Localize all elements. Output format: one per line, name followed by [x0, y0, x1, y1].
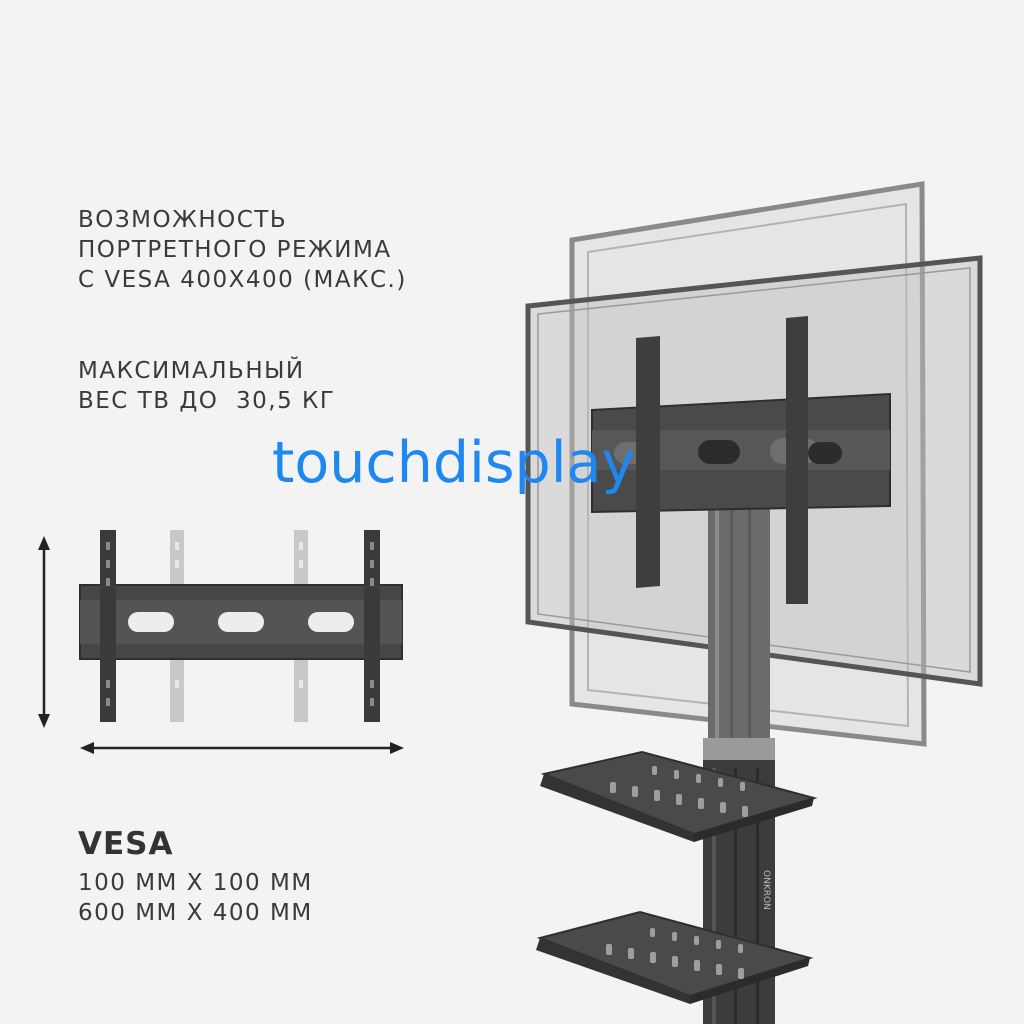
vertical-dimension-arrow — [38, 536, 50, 728]
feature-line: МАКСИМАЛЬНЫЙ — [78, 358, 305, 384]
upper-shelf — [540, 750, 818, 842]
vesa-size-line: 100 ММ X 100 ММ — [78, 870, 313, 896]
feature-line: ВЕС ТВ ДО 30,5 КГ — [78, 388, 336, 414]
brand-mark: ONKRON — [761, 870, 771, 910]
vesa-size-line: 600 ММ X 400 ММ — [78, 900, 313, 926]
vesa-bracket-diagram — [79, 530, 403, 722]
horizontal-dimension-arrow — [80, 742, 404, 754]
feature-line: ВОЗМОЖНОСТЬ — [78, 207, 288, 233]
max-weight-feature: МАКСИМАЛЬНЫЙ ВЕС ТВ ДО 30,5 КГ — [78, 356, 335, 416]
tv-mount-arms — [636, 316, 808, 604]
lower-shelf — [536, 910, 814, 1004]
vesa-title: VESA — [78, 826, 174, 862]
portrait-mode-feature: ВОЗМОЖНОСТЬ ПОРТРЕТНОГО РЕЖИМА С VESA 40… — [78, 205, 407, 295]
feature-line: ПОРТРЕТНОГО РЕЖИМА — [78, 237, 392, 263]
feature-line: С VESA 400X400 (МАКС.) — [78, 267, 407, 293]
watermark-text: touchdisplay — [272, 430, 636, 496]
vesa-sizes: 100 ММ X 100 ММ 600 ММ X 400 ММ — [78, 868, 313, 928]
